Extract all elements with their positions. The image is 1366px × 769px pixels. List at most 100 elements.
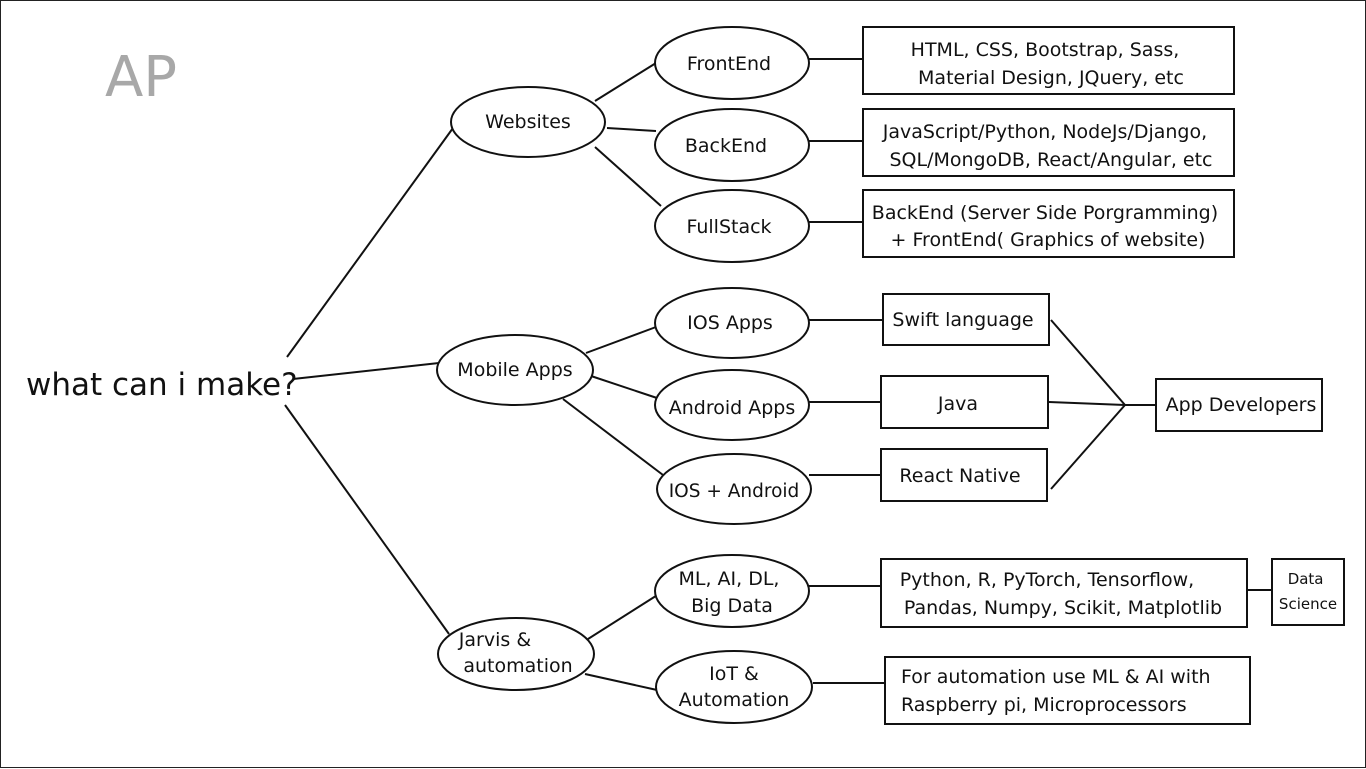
- node-ios-apps: IOS Apps: [654, 287, 810, 359]
- box-fullstack-tech-line-1: BackEnd (Server Side Porgramming): [872, 202, 1218, 224]
- node-jarvis-automation-label: Jarvis & automation: [458, 629, 573, 677]
- node-iot-automation-label: IoT & Automation: [679, 663, 790, 711]
- box-backend-tech: JavaScript/Python, NodeJs/Django, SQL/Mo…: [862, 108, 1235, 177]
- node-jarvis-automation: Jarvis & automation: [437, 617, 595, 691]
- box-app-developers-shape: [1155, 378, 1323, 432]
- node-jarvis-automation-line-1: Jarvis &: [458, 629, 532, 651]
- edge-jarvis-iot: [584, 673, 658, 691]
- box-iot-tools-shape: [884, 656, 1251, 725]
- box-ml-tools-label: Python, R, PyTorch, Tensorflow, Pandas, …: [900, 569, 1222, 619]
- edge-root-mobile: [292, 362, 440, 380]
- box-java-shape: [880, 375, 1049, 429]
- node-frontend-shape: [654, 26, 810, 100]
- node-ml-ai-shape: [654, 554, 810, 628]
- node-ml-ai: ML, AI, DL, Big Data: [654, 554, 810, 628]
- box-ml-tools: Python, R, PyTorch, Tensorflow, Pandas, …: [880, 558, 1248, 628]
- node-ios-android-label: IOS + Android: [669, 481, 800, 502]
- box-frontend-tech-line-1: HTML, CSS, Bootstrap, Sass,: [911, 39, 1180, 61]
- node-fullstack: FullStack: [654, 189, 810, 263]
- node-iot-automation-line-2: Automation: [679, 689, 790, 711]
- node-backend: BackEnd: [654, 108, 810, 182]
- edge-websites-backend: [606, 127, 657, 132]
- edge-websites-fullstack: [594, 146, 662, 207]
- node-websites-shape: [450, 86, 606, 158]
- edge-swift-appdev: [1050, 319, 1126, 406]
- box-app-developers: App Developers: [1155, 378, 1323, 432]
- box-swift-label: Swift language: [892, 309, 1033, 331]
- box-backend-tech-line-2: SQL/MongoDB, React/Angular, etc: [889, 149, 1212, 171]
- node-fullstack-shape: [654, 189, 810, 263]
- edge-websites-frontend: [594, 62, 657, 102]
- edge-jarvis-ml: [587, 593, 660, 640]
- box-ml-tools-shape: [880, 558, 1248, 628]
- box-fullstack-tech-label: BackEnd (Server Side Porgramming) + Fron…: [872, 202, 1224, 251]
- box-swift: Swift language: [882, 293, 1050, 346]
- watermark-ap: AP: [105, 45, 177, 110]
- box-iot-tools-line-1: For automation use ML & AI with: [901, 666, 1211, 688]
- node-jarvis-automation-line-2: automation: [463, 655, 572, 677]
- box-iot-tools: For automation use ML & AI with Raspberr…: [884, 656, 1251, 725]
- box-frontend-tech: HTML, CSS, Bootstrap, Sass, Material Des…: [862, 26, 1235, 95]
- node-jarvis-automation-shape: [437, 617, 595, 691]
- node-ios-android: IOS + Android: [656, 453, 812, 525]
- node-frontend-label: FrontEnd: [687, 53, 771, 75]
- box-fullstack-tech-shape: [862, 189, 1235, 258]
- node-ios-android-shape: [656, 453, 812, 525]
- connectors: [284, 58, 1272, 691]
- root-label: what can i make?: [26, 367, 298, 403]
- node-android-apps-shape: [654, 369, 810, 441]
- node-ios-apps-shape: [654, 287, 810, 359]
- box-iot-tools-line-2: Raspberry pi, Microprocessors: [901, 694, 1187, 716]
- box-java-label: Java: [937, 393, 978, 415]
- box-backend-tech-label: JavaScript/Python, NodeJs/Django, SQL/Mo…: [882, 121, 1213, 171]
- edge-root-websites: [286, 127, 454, 358]
- edge-mobile-ios: [585, 326, 657, 354]
- node-mobile-apps-label: Mobile Apps: [457, 359, 572, 381]
- box-react-native-label: React Native: [899, 465, 1020, 487]
- box-data-science-label: Data Science: [1279, 570, 1337, 613]
- edge-react-native-appdev: [1050, 404, 1126, 490]
- box-app-developers-label: App Developers: [1166, 394, 1317, 416]
- node-ml-ai-label: ML, AI, DL, Big Data: [678, 568, 785, 617]
- node-mobile-apps-shape: [436, 334, 594, 406]
- edge-java-appdev: [1048, 401, 1126, 406]
- box-frontend-tech-shape: [862, 26, 1235, 95]
- node-mobile-apps: Mobile Apps: [436, 334, 594, 406]
- node-frontend: FrontEnd: [654, 26, 810, 100]
- edge-mobile-cross: [562, 398, 664, 476]
- edge-root-jarvis: [284, 404, 450, 635]
- box-iot-tools-label: For automation use ML & AI with Raspberr…: [901, 666, 1217, 716]
- box-data-science: Data Science: [1271, 558, 1345, 626]
- box-fullstack-tech-line-2: + FrontEnd( Graphics of website): [891, 229, 1206, 251]
- node-ios-apps-label: IOS Apps: [687, 312, 773, 334]
- node-websites-label: Websites: [485, 111, 571, 133]
- box-frontend-tech-line-2: Material Design, JQuery, etc: [918, 67, 1184, 89]
- node-ml-ai-line-1: ML, AI, DL,: [678, 568, 779, 590]
- node-iot-automation: IoT & Automation: [655, 650, 813, 724]
- box-ml-tools-line-2: Pandas, Numpy, Scikit, Matplotlib: [904, 597, 1222, 619]
- box-data-science-shape: [1271, 558, 1345, 626]
- box-ml-tools-line-1: Python, R, PyTorch, Tensorflow,: [900, 569, 1195, 591]
- box-data-science-line-2: Science: [1279, 595, 1337, 613]
- node-fullstack-label: FullStack: [686, 216, 771, 238]
- node-websites: Websites: [450, 86, 606, 158]
- box-react-native-shape: [880, 448, 1048, 502]
- node-backend-label: BackEnd: [685, 135, 767, 157]
- box-java: Java: [880, 375, 1049, 429]
- box-swift-shape: [882, 293, 1050, 346]
- node-ml-ai-line-2: Big Data: [691, 595, 773, 617]
- box-backend-tech-shape: [862, 108, 1235, 177]
- node-android-apps-label: Android Apps: [669, 397, 796, 419]
- node-iot-automation-line-1: IoT &: [709, 663, 759, 685]
- node-android-apps: Android Apps: [654, 369, 810, 441]
- box-fullstack-tech: BackEnd (Server Side Porgramming) + Fron…: [862, 189, 1235, 258]
- edge-mobile-android: [590, 375, 658, 399]
- box-data-science-line-1: Data: [1288, 570, 1324, 588]
- box-react-native: React Native: [880, 448, 1048, 502]
- node-iot-automation-shape: [655, 650, 813, 724]
- box-frontend-tech-label: HTML, CSS, Bootstrap, Sass, Material Des…: [911, 39, 1186, 89]
- box-backend-tech-line-1: JavaScript/Python, NodeJs/Django,: [882, 121, 1207, 143]
- node-backend-shape: [654, 108, 810, 182]
